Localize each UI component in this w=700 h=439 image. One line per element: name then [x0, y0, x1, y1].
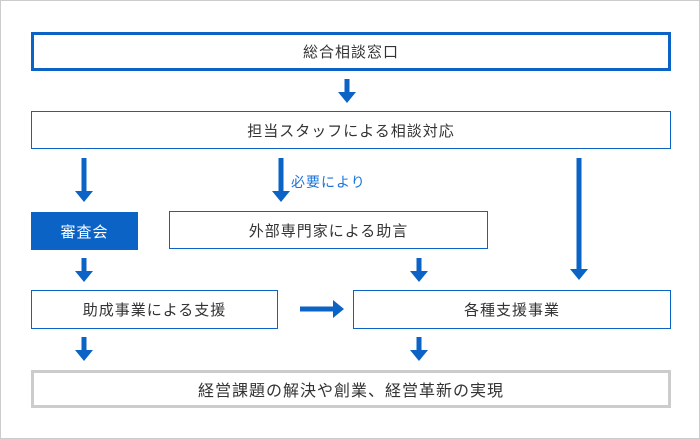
- arrow-head: [75, 271, 93, 282]
- node-goal-management-innovation: 経営課題の解決や創業、経営革新の実現: [31, 370, 671, 408]
- node-external-expert-advice: 外部専門家による助言: [169, 211, 488, 249]
- arrow-down-icon: [272, 158, 290, 202]
- arrow-head: [333, 300, 344, 318]
- arrow-head: [410, 350, 428, 361]
- arrow-head: [75, 350, 93, 361]
- arrow-head: [410, 271, 428, 282]
- node-staff-consultation: 担当スタッフによる相談対応: [31, 111, 671, 149]
- arrow-down-icon: [338, 79, 356, 103]
- arrow-down-icon: [75, 158, 93, 202]
- arrow-shaft: [416, 258, 422, 273]
- arrow-shaft: [81, 158, 87, 193]
- arrow-head: [338, 92, 356, 103]
- arrow-shaft: [416, 337, 422, 352]
- node-review-committee: 審査会: [31, 212, 138, 250]
- arrow-right-icon: [300, 300, 344, 318]
- arrow-down-icon: [570, 158, 588, 280]
- arrow-head: [272, 191, 290, 202]
- arrow-shaft: [300, 306, 335, 312]
- node-various-support-programs: 各種支援事業: [353, 290, 671, 329]
- annotation-as-needed: 必要により: [291, 174, 366, 190]
- arrow-shaft: [576, 158, 582, 271]
- arrow-shaft: [81, 258, 87, 273]
- arrow-down-icon: [410, 258, 428, 282]
- node-subsidy-support: 助成事業による支援: [31, 290, 278, 329]
- arrow-shaft: [344, 79, 350, 94]
- arrow-shaft: [278, 158, 284, 193]
- arrow-down-icon: [75, 337, 93, 361]
- arrow-head: [75, 191, 93, 202]
- arrow-down-icon: [75, 258, 93, 282]
- node-general-consultation-desk: 総合相談窓口: [31, 32, 671, 71]
- arrow-shaft: [81, 337, 87, 352]
- arrow-down-icon: [410, 337, 428, 361]
- arrow-head: [570, 269, 588, 280]
